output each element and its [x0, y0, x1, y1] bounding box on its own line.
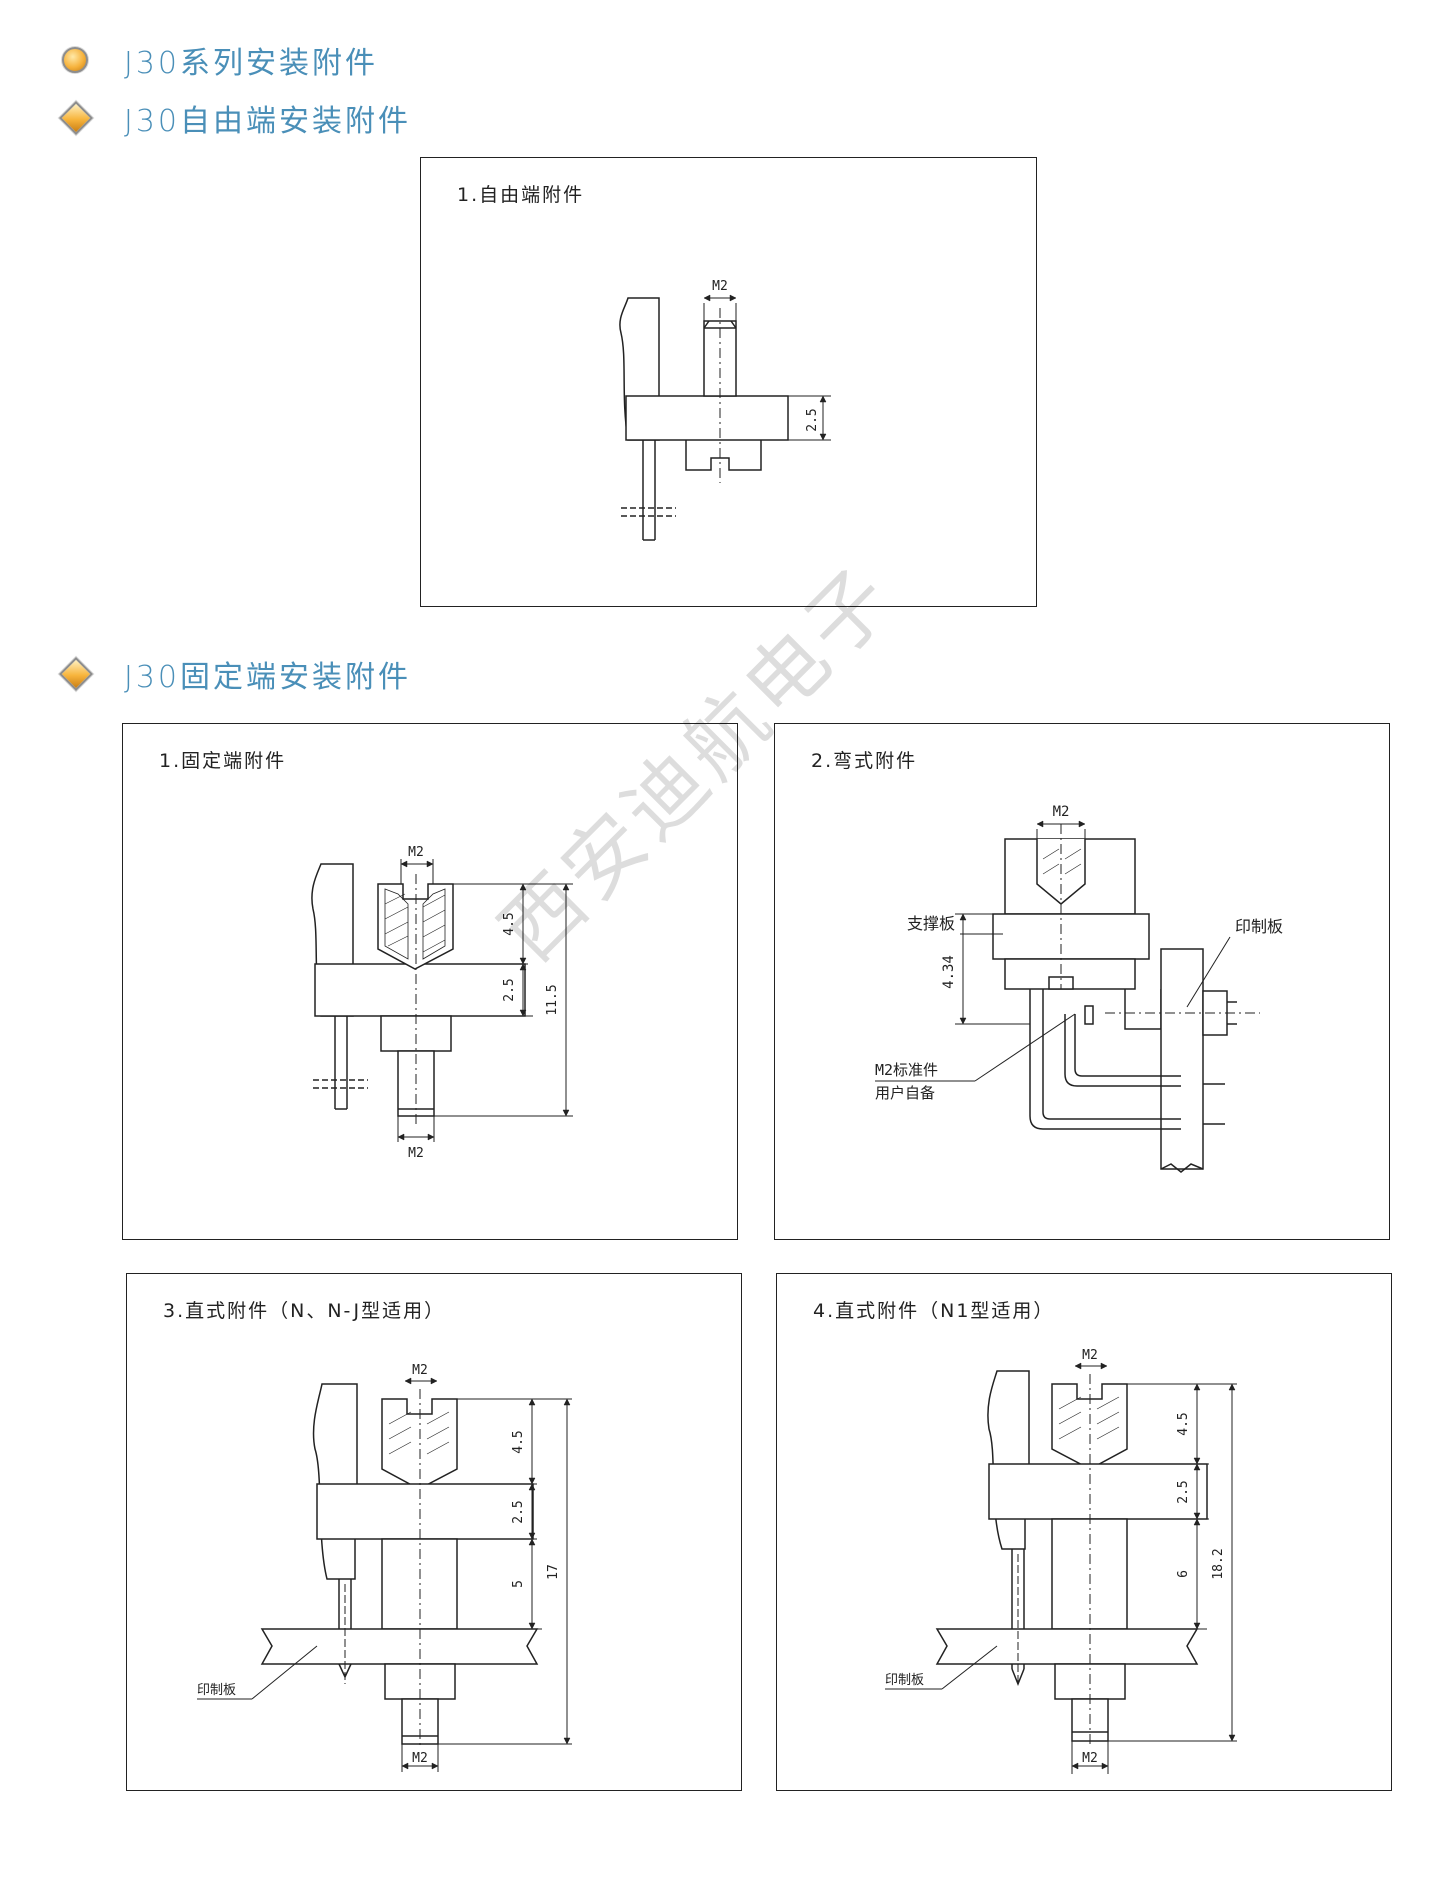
- fixed-end-drawing: [311, 859, 573, 1142]
- heading-text: J30系列安装附件: [124, 46, 379, 81]
- heading-text: J30自由端安装附件: [124, 104, 412, 139]
- free-end-drawing: [619, 294, 831, 541]
- straight-n1-drawing: [885, 1362, 1237, 1774]
- panel-fixed-end: 1.固定端附件: [122, 723, 738, 1240]
- panel-title: 1.固定端附件: [159, 750, 287, 772]
- panel-title: 3.直式附件（N、N-J型适用）: [163, 1300, 446, 1322]
- panel-straight-n: 3.直式附件（N、N-J型适用）: [126, 1273, 742, 1791]
- heading-text: J30固定端安装附件: [124, 660, 412, 695]
- panel-title: 1.自由端附件: [457, 184, 585, 206]
- section-heading-free-end: J30自由端安装附件: [59, 96, 412, 140]
- straight-n-drawing: [197, 1377, 572, 1772]
- panel-bent: 2.弯式附件: [774, 723, 1390, 1240]
- panel-free-end: 1.自由端附件 M2 2.5: [420, 157, 1037, 607]
- diamond-bullet-icon: [59, 657, 93, 691]
- panel-title: 4.直式附件（N1型适用）: [813, 1300, 1055, 1322]
- panel-title: 2.弯式附件: [811, 750, 918, 772]
- section-heading-series: J30系列安装附件: [62, 38, 378, 82]
- circle-bullet-icon: [62, 47, 88, 73]
- section-heading-fixed-end: J30固定端安装附件: [59, 652, 412, 696]
- diamond-bullet-icon: [59, 101, 93, 135]
- bent-drawing: [875, 820, 1260, 1173]
- panel-straight-n1: 4.直式附件（N1型适用）: [776, 1273, 1392, 1791]
